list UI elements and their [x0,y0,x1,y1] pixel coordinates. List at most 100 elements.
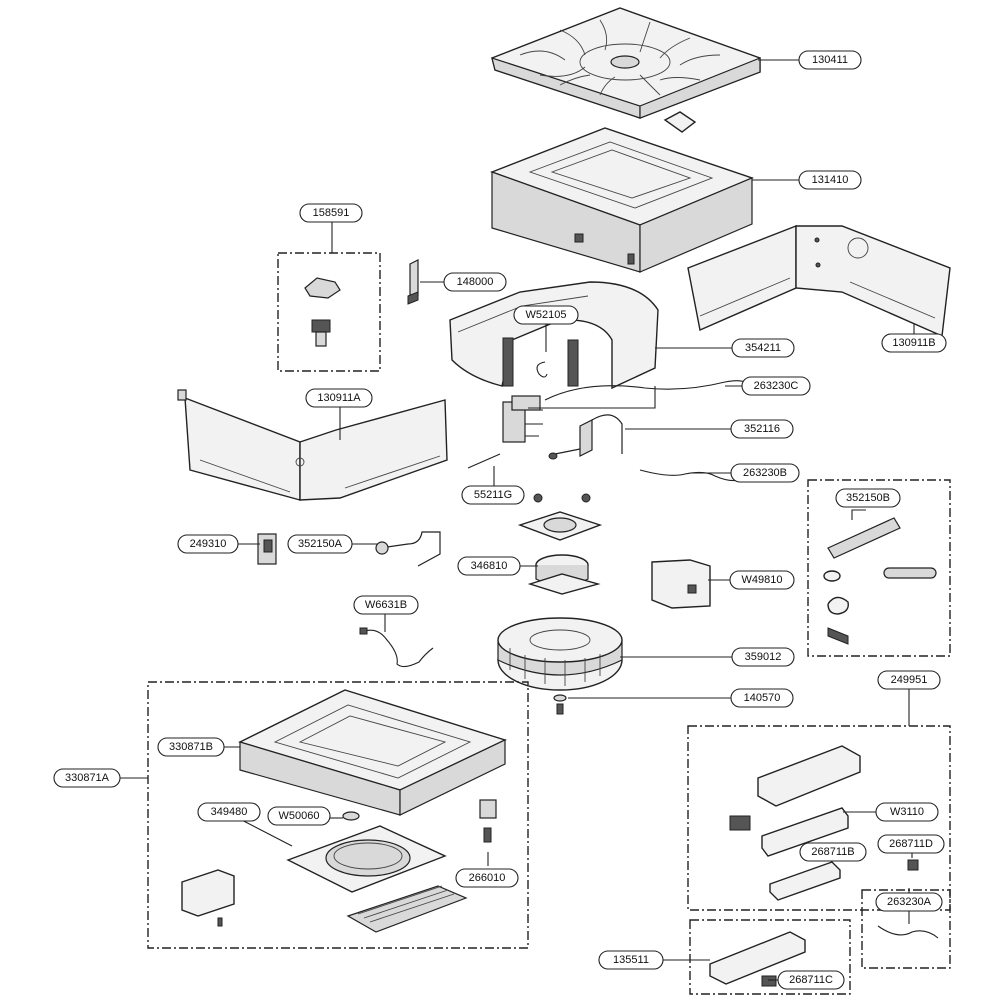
tag-266010[interactable]: 266010 [455,868,519,888]
front-panel-frame-drawing [238,689,507,816]
tag-352150b-text: 352150B [846,492,890,504]
tag-148000[interactable]: 148000 [443,272,507,292]
tag-w6631b[interactable]: W6631B [353,595,419,615]
tag-268711d-text: 268711D [889,838,933,850]
tag-w50060[interactable]: W50060 [267,806,331,826]
tag-130911b[interactable]: 130911B [881,333,947,353]
tag-249951[interactable]: 249951 [877,670,941,690]
tag-330871b-text: 330871B [169,741,213,753]
heat-exchanger-drawing [449,281,659,390]
tag-268711d[interactable]: 268711D [877,834,945,854]
nuts-drawing [533,493,591,503]
tag-263230a[interactable]: 263230A [875,892,943,912]
part-266010-drawing [479,799,497,843]
side-plate-b-drawing [687,224,951,338]
tag-268711c[interactable]: 268711C [777,970,845,990]
tag-w3110-text: W3110 [890,806,924,818]
pcb-group-drawing [729,745,939,939]
grille-panel-drawing [491,7,761,133]
tag-130911b-text: 130911B [892,337,935,349]
tag-249951-text: 249951 [891,674,928,686]
tag-352150a-text: 352150A [298,538,343,550]
group-box-263230a-link [861,889,951,969]
group-box-158591 [277,252,381,372]
group-box-135511 [689,919,851,995]
tag-349480[interactable]: 349480 [197,802,261,822]
tag-346810-text: 346810 [471,560,508,572]
tag-263230b[interactable]: 263230B [730,463,800,483]
tag-268711c-text: 268711C [789,974,833,986]
tag-354211-text: 354211 [745,342,781,354]
tag-263230a-text: 263230A [887,896,932,908]
tag-158591[interactable]: 158591 [299,203,363,223]
tag-131410-text: 131410 [812,174,849,186]
tag-w52105[interactable]: W52105 [513,305,579,325]
tag-330871a-text: 330871A [65,772,110,784]
pipe-352116-drawing [548,414,623,460]
side-plate-a-drawing [177,389,448,501]
motor-mount-drawing [517,511,603,541]
tag-359012[interactable]: 359012 [731,647,795,667]
expansion-valve-drawing [467,395,543,469]
box-249310-drawing [257,533,277,565]
tag-140570[interactable]: 140570 [730,688,794,708]
tag-140570-text: 140570 [744,692,781,704]
part-w50060-drawing [342,811,360,821]
tag-266010-text: 266010 [469,872,506,884]
group-box-249951 [687,725,951,911]
tag-352116[interactable]: 352116 [730,419,794,439]
bell-mouth-drawing [286,825,447,893]
sensor-lead-drawing [359,627,434,668]
kit-352150b-drawing [823,517,937,645]
tag-55211g[interactable]: 55211G [461,485,525,505]
drain-pan-drawing [490,127,754,273]
tag-130411-text: 130411 [812,54,848,66]
tag-263230c-text: 263230C [754,380,799,392]
tag-330871b[interactable]: 330871B [157,737,225,757]
tag-135511-text: 135511 [613,954,649,966]
leader-lines [120,59,915,981]
cover-135511-drawing [709,931,806,987]
control-box-drawing [651,559,711,609]
tag-w49810[interactable]: W49810 [729,570,795,590]
tag-148000-text: 148000 [457,276,494,288]
tag-w52105-text: W52105 [526,309,567,321]
tag-349480-text: 349480 [211,806,248,818]
clip-parts-drawing [304,277,341,347]
tag-346810[interactable]: 346810 [457,556,521,576]
tag-130911a[interactable]: 130911A [305,388,373,408]
tag-w49810-text: W49810 [742,574,783,586]
tag-263230c[interactable]: 263230C [741,376,811,396]
tag-249310-text: 249310 [190,538,227,550]
tag-354211[interactable]: 354211 [731,338,795,358]
tag-130911a-text: 130911A [317,392,361,404]
tag-131410[interactable]: 131410 [798,170,862,190]
wire-263230b-drawing [639,469,746,482]
tag-352116-text: 352116 [744,423,780,435]
tag-263230b-text: 263230B [743,467,787,479]
pipe-352150a-drawing [375,531,441,567]
tag-268711b[interactable]: 268711B [799,842,867,862]
tag-158591-text: 158591 [313,207,350,219]
bracket-148000-drawing [407,259,419,305]
filter-drawing [346,885,468,933]
tag-w3110[interactable]: W3110 [875,802,939,822]
wire-263230c-drawing [544,380,751,401]
tag-359012-text: 359012 [745,651,782,663]
tag-249310[interactable]: 249310 [177,534,239,554]
group-box-330871a [147,681,529,949]
turbo-fan-drawing [497,617,623,691]
fan-motor-drawing [527,554,601,595]
tag-352150a[interactable]: 352150A [287,534,353,554]
tag-268711b-text: 268711B [811,846,854,858]
tag-330871a[interactable]: 330871A [53,768,121,788]
tag-w50060-text: W50060 [279,810,320,822]
tag-130411[interactable]: 130411 [798,50,862,70]
tag-135511[interactable]: 135511 [598,950,664,970]
tag-w6631b-text: W6631B [365,599,407,611]
tag-55211g-text: 55211G [474,489,512,501]
small-box-drawing [181,869,235,927]
group-box-352150b [807,479,951,657]
tag-352150b[interactable]: 352150B [835,488,901,508]
